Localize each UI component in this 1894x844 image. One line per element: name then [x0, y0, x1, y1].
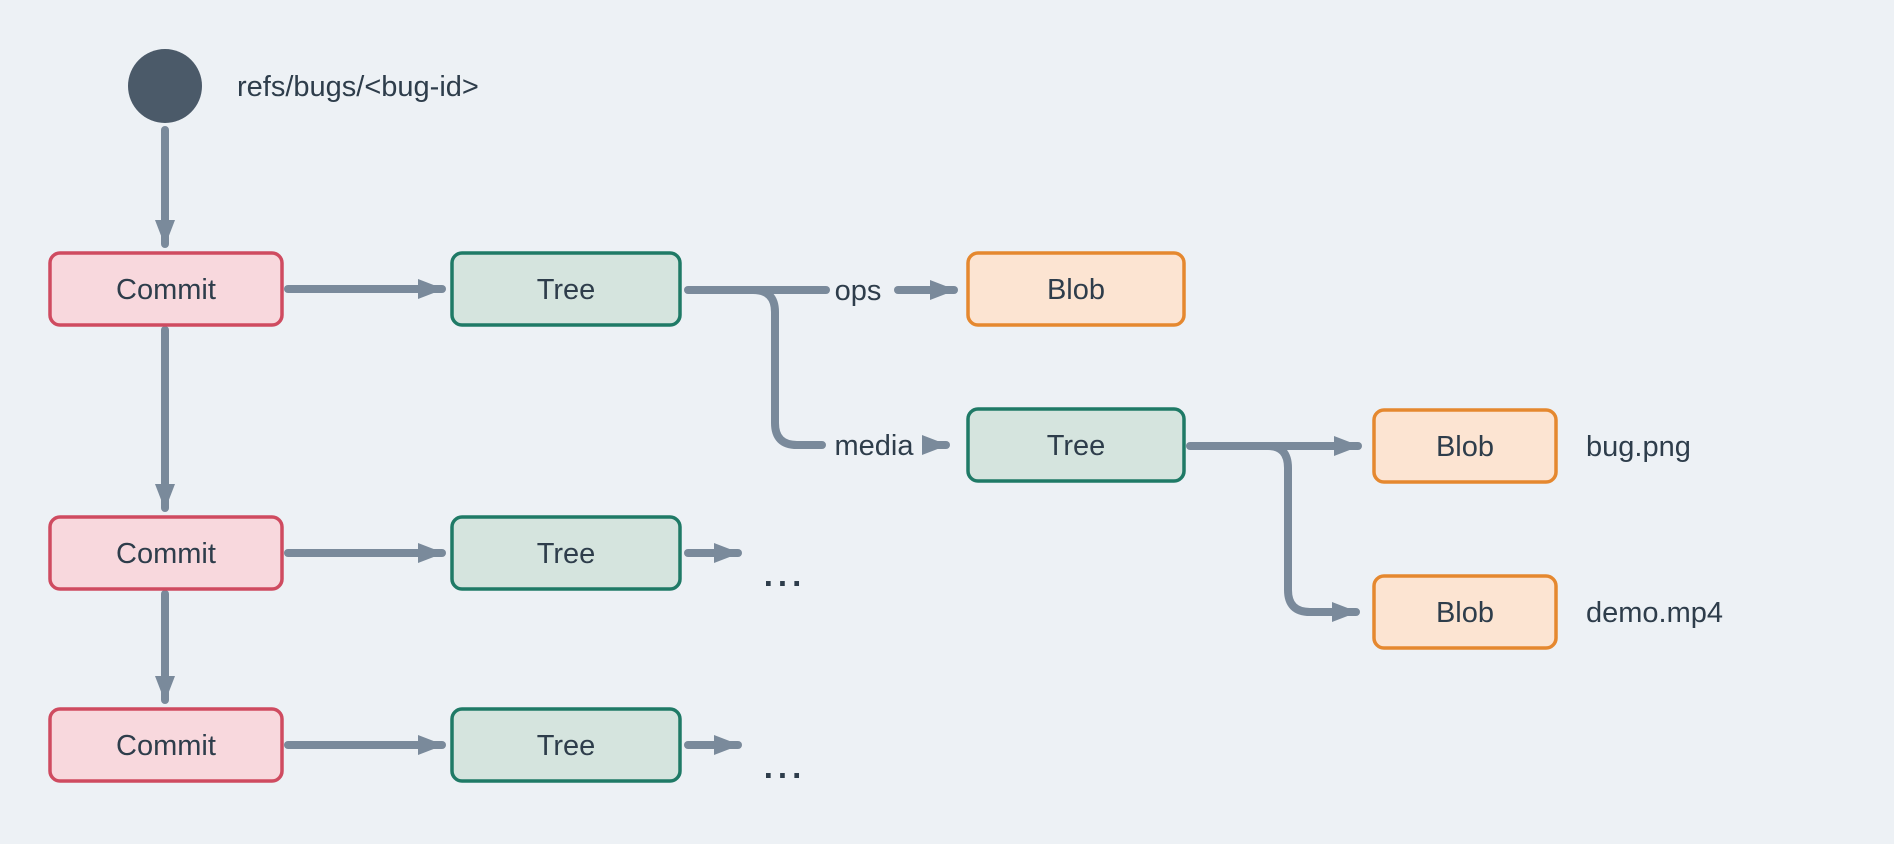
- tree-node-row2: [450, 515, 682, 591]
- commit-node-row3-label: Commit: [116, 730, 216, 762]
- edge-label-ops: ops: [835, 275, 882, 307]
- commit-node-row1: [48, 251, 284, 327]
- blob-node-demo-mp4: [1372, 574, 1558, 650]
- file-label-demo-mp4: demo.mp4: [1586, 597, 1723, 629]
- tree-node-row2-label: Tree: [537, 538, 596, 570]
- blob-node-bug-png: [1372, 408, 1558, 484]
- edge-tree1-branch-media: [749, 286, 826, 449]
- ellipsis-row2: ...: [764, 556, 807, 593]
- commit-node-row2: [48, 515, 284, 591]
- edge-label-media: media: [835, 430, 915, 462]
- tree-node-row3: [450, 707, 682, 783]
- blob-node-ops-label: Blob: [1047, 274, 1105, 306]
- tree-node-row1-label: Tree: [537, 274, 596, 306]
- commit-node-row2-label: Commit: [116, 538, 216, 570]
- commit-node-row3: [48, 707, 284, 783]
- commit-node-row1-label: Commit: [116, 274, 216, 306]
- blob-node-demo-mp4-label: Blob: [1436, 597, 1494, 629]
- blob-node-bug-png-label: Blob: [1436, 431, 1494, 463]
- tree-node-media-label: Tree: [1047, 430, 1106, 462]
- file-label-bug-png: bug.png: [1586, 431, 1691, 463]
- tree-node-media: [966, 407, 1186, 483]
- ref-circle-icon: [128, 49, 202, 123]
- blob-node-ops: [966, 251, 1186, 327]
- ref-label: refs/bugs/<bug-id>: [237, 71, 479, 103]
- tree-node-row3-label: Tree: [537, 730, 596, 762]
- edge-treemedia-to-blob-demo: [1264, 442, 1360, 622]
- tree-node-row1: [450, 251, 682, 327]
- ellipsis-row3: ...: [764, 748, 807, 785]
